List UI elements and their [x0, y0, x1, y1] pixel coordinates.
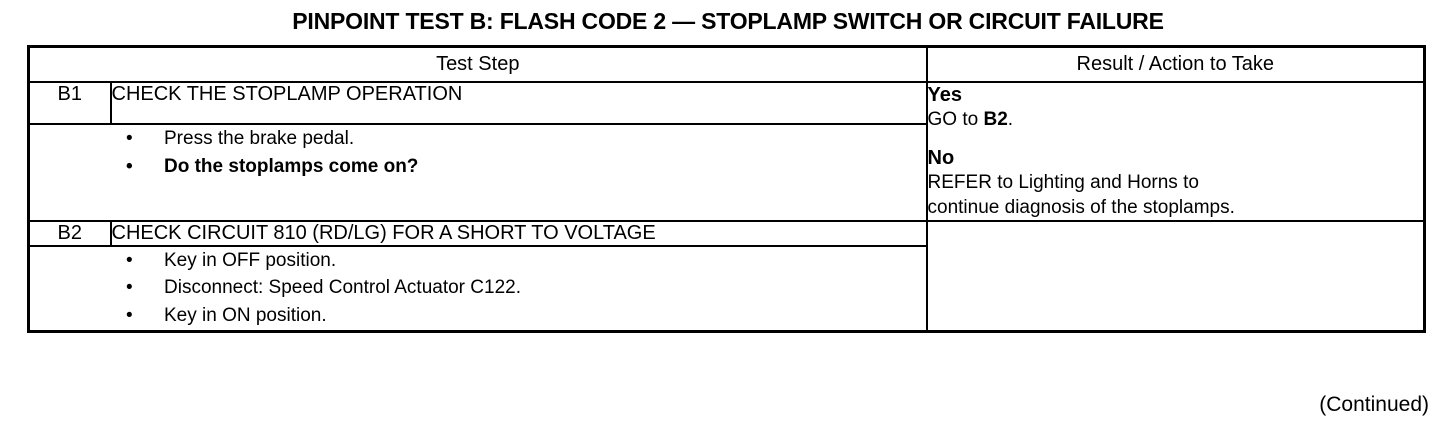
- bullet-icon: •: [126, 305, 133, 327]
- result-answer-no: No: [927, 147, 955, 170]
- result-action-no-line-1: REFER to Lighting and Horns to: [927, 172, 1199, 194]
- step-bullets-b1: • Press the brake pedal. • Do the stopla…: [27, 123, 928, 222]
- pinpoint-test-table: Test Step Result / Action to Take B1 CHE…: [27, 45, 1427, 333]
- list-item-label: Disconnect: Speed Control Actuator C122.: [164, 277, 521, 299]
- step-bullets-b2: • Key in OFF position. • Disconnect: Spe…: [27, 244, 928, 333]
- result-cell-b1: Yes GO to B2. No REFER to Lighting and H…: [925, 81, 1426, 222]
- continued-note: (Continued): [1319, 393, 1429, 416]
- table-row: • Key in OFF position. • Disconnect: Spe…: [27, 244, 1425, 333]
- result-cell-b2: [925, 219, 1426, 333]
- result-action-yes-post: .: [1007, 109, 1014, 130]
- table-row: • Press the brake pedal. • Do the stopla…: [27, 123, 1425, 222]
- list-item: • Press the brake pedal.: [126, 125, 926, 153]
- result-block-no: No REFER to Lighting and Horns to contin…: [928, 146, 1424, 220]
- list-item-label: Do the stoplamps come on?: [164, 155, 419, 177]
- bullet-icon: •: [126, 277, 133, 299]
- result-action-yes: GO to B2.: [928, 108, 1424, 132]
- table-header-row: Test Step Result / Action to Take: [27, 45, 1426, 83]
- column-header-result-action: Result / Action to Take: [925, 45, 1426, 83]
- list-item: • Disconnect: Speed Control Actuator C12…: [126, 274, 926, 302]
- list-item: • Do the stoplamps come on?: [126, 153, 926, 181]
- result-action-no-line-2: continue diagnosis of the stoplamps.: [927, 196, 1235, 218]
- list-item-label: Key in ON position.: [164, 305, 327, 327]
- bullet-list-b2: • Key in OFF position. • Disconnect: Spe…: [30, 247, 926, 330]
- step-title-b1: CHECK THE STOPLAMP OPERATION: [109, 80, 928, 126]
- bullet-list-b1: • Press the brake pedal. • Do the stopla…: [30, 125, 926, 180]
- list-item-label: Key in OFF position.: [164, 249, 337, 271]
- list-item-label: Press the brake pedal.: [164, 128, 355, 150]
- table-row: B2 CHECK CIRCUIT 810 (RD/LG) FOR A SHORT…: [27, 219, 1426, 333]
- pinpoint-test-table-wrap: Test Step Result / Action to Take B1 CHE…: [27, 45, 1427, 333]
- bullet-icon: •: [126, 155, 133, 177]
- column-header-test-step: Test Step: [27, 45, 928, 83]
- result-action-yes-pre: GO to: [927, 109, 984, 130]
- result-answer-yes: Yes: [927, 84, 962, 106]
- list-item: • Key in OFF position.: [126, 247, 926, 275]
- list-item: • Key in ON position.: [126, 302, 926, 330]
- page-title: PINPOINT TEST B: FLASH CODE 2 — STOPLAMP…: [292, 8, 1164, 34]
- step-number-b2: B2: [27, 219, 112, 247]
- result-action-yes-target: B2: [983, 109, 1008, 130]
- bullet-icon: •: [126, 249, 133, 271]
- step-title-b2: CHECK CIRCUIT 810 (RD/LG) FOR A SHORT TO…: [109, 219, 928, 247]
- step-number-b1: B1: [27, 80, 112, 126]
- table-row: B1 CHECK THE STOPLAMP OPERATION Yes GO t…: [27, 80, 1426, 222]
- bullet-icon: •: [126, 128, 133, 150]
- result-block-yes: Yes GO to B2.: [928, 83, 1424, 132]
